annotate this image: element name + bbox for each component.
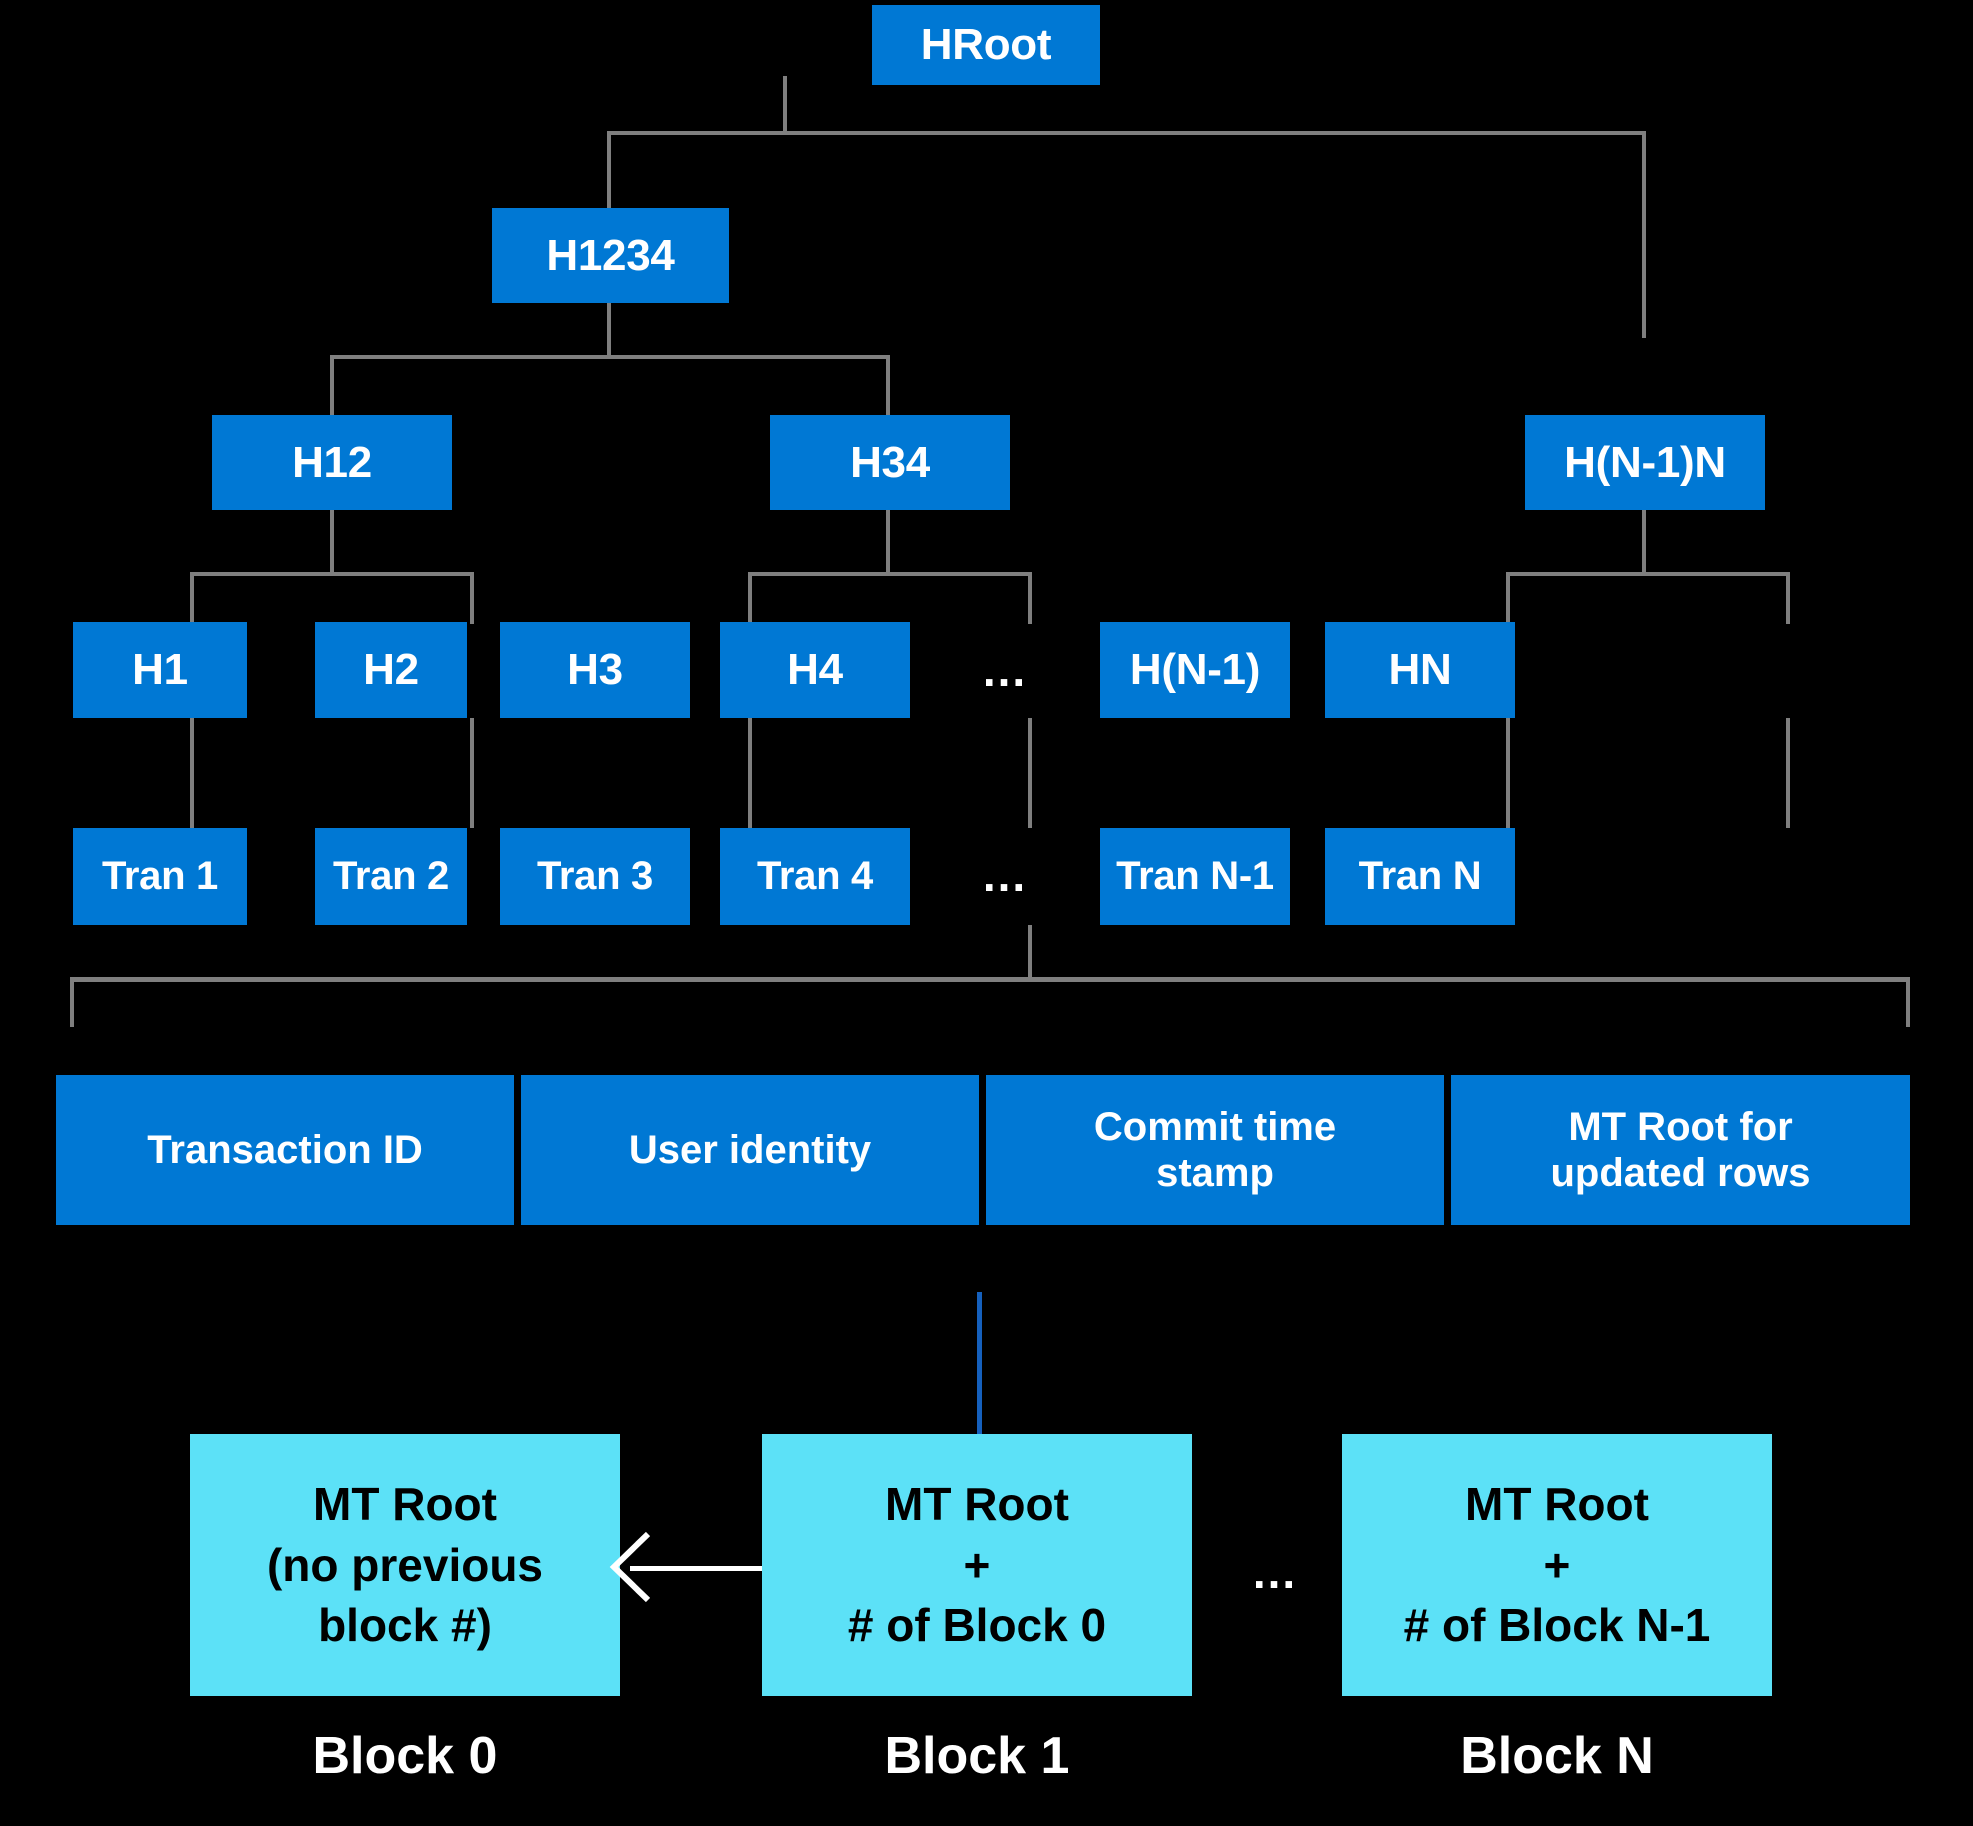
connector-h34-to-h3 bbox=[748, 572, 752, 624]
node-tran-n1[interactable]: Tran N-1 bbox=[1100, 828, 1290, 925]
node-tran-4[interactable]: Tran 4 bbox=[720, 828, 910, 925]
connector-hn1n-stub bbox=[1642, 510, 1646, 572]
connector-h3-to-tran3 bbox=[748, 718, 752, 828]
hash-row-ellipsis: ... bbox=[955, 644, 1055, 696]
connector-hroot-to-hn1n bbox=[1642, 131, 1646, 338]
connector-tran4-to-record bbox=[1028, 925, 1032, 980]
connector-hn1n-to-hn bbox=[1786, 572, 1790, 624]
record-bracket-left bbox=[70, 977, 74, 1027]
record-bracket-top bbox=[70, 977, 1910, 982]
connector-h34-to-h4 bbox=[1028, 572, 1032, 624]
node-tran-n-label: Tran N bbox=[1358, 853, 1482, 898]
node-tran-n[interactable]: Tran N bbox=[1325, 828, 1515, 925]
connector-h1234-to-h12 bbox=[330, 355, 334, 417]
node-tran-4-label: Tran 4 bbox=[756, 853, 874, 898]
node-h4-label: H4 bbox=[787, 645, 843, 695]
block-n-content: MT Root + # of Block N-1 bbox=[1403, 1477, 1711, 1652]
node-hn1-label: H(N-1) bbox=[1129, 645, 1261, 695]
connector-h1-to-tran1 bbox=[190, 718, 194, 828]
node-h1234[interactable]: H1234 bbox=[492, 208, 729, 303]
block-1-content: MT Root + # of Block 0 bbox=[847, 1477, 1107, 1652]
block-0-content: MT Root (no previous block #) bbox=[266, 1477, 544, 1652]
connector-h34-bus bbox=[748, 572, 1032, 576]
record-field-user-identity-label: User identity bbox=[628, 1128, 872, 1172]
connector-h12-to-h2 bbox=[470, 572, 474, 624]
record-field-mt-root-label: MT Root for updated rows bbox=[1550, 1105, 1811, 1195]
node-hn-label: HN bbox=[1388, 645, 1452, 695]
connector-h12-stub bbox=[330, 510, 334, 572]
node-h3-label: H3 bbox=[567, 645, 623, 695]
node-h3[interactable]: H3 bbox=[500, 622, 690, 718]
node-hn1[interactable]: H(N-1) bbox=[1100, 622, 1290, 718]
connector-hn1n-to-hn1 bbox=[1506, 572, 1510, 624]
blockchain-ellipsis: ... bbox=[1230, 1545, 1320, 1599]
connector-record-to-block1 bbox=[977, 1292, 982, 1440]
record-field-transaction-id[interactable]: Transaction ID bbox=[56, 1075, 514, 1225]
node-tran-3-label: Tran 3 bbox=[536, 853, 654, 898]
connector-h2-to-tran2 bbox=[470, 718, 474, 828]
record-field-transaction-id-label: Transaction ID bbox=[147, 1128, 423, 1172]
node-tran-2[interactable]: Tran 2 bbox=[315, 828, 467, 925]
node-hn1n-label: H(N-1)N bbox=[1564, 437, 1726, 487]
node-h1[interactable]: H1 bbox=[73, 622, 247, 718]
connector-h1234-to-h34 bbox=[886, 355, 890, 417]
connector-h4-to-tran4 bbox=[1028, 718, 1032, 828]
connector-h34-stub bbox=[886, 510, 890, 572]
record-field-commit-time-stamp[interactable]: Commit time stamp bbox=[986, 1075, 1444, 1225]
block-0-label-text: Block 0 bbox=[312, 1727, 498, 1785]
node-h2[interactable]: H2 bbox=[315, 622, 467, 718]
hash-row-ellipsis-label: ... bbox=[982, 644, 1028, 696]
node-tran-1[interactable]: Tran 1 bbox=[73, 828, 247, 925]
blockchain-ellipsis-label: ... bbox=[1252, 1546, 1298, 1598]
node-h4[interactable]: H4 bbox=[720, 622, 910, 718]
block-0-box[interactable]: MT Root (no previous block #) bbox=[190, 1434, 620, 1696]
connector-hn-to-trann bbox=[1786, 718, 1790, 828]
block-1-box[interactable]: MT Root + # of Block 0 bbox=[762, 1434, 1192, 1696]
node-tran-2-label: Tran 2 bbox=[332, 853, 450, 898]
block1-to-block0-arrow-line bbox=[630, 1566, 763, 1571]
node-tran-n1-label: Tran N-1 bbox=[1116, 853, 1274, 898]
record-field-commit-time-stamp-label: Commit time stamp bbox=[1093, 1105, 1337, 1195]
node-h1-label: H1 bbox=[132, 645, 188, 695]
node-hroot-label: HRoot bbox=[920, 20, 1052, 70]
node-hn1n[interactable]: H(N-1)N bbox=[1525, 415, 1765, 510]
connector-h1234-bus bbox=[330, 355, 890, 359]
node-hroot[interactable]: HRoot bbox=[872, 5, 1100, 85]
node-h34[interactable]: H34 bbox=[770, 415, 1010, 510]
node-h34-label: H34 bbox=[850, 437, 930, 487]
block1-to-block0-arrowhead-icon bbox=[609, 1531, 650, 1603]
connector-hn1-to-trann1 bbox=[1506, 718, 1510, 828]
node-h12[interactable]: H12 bbox=[212, 415, 452, 510]
node-tran-1-label: Tran 1 bbox=[101, 853, 219, 898]
connector-h1234-stub bbox=[607, 303, 611, 355]
connector-h12-bus bbox=[190, 572, 474, 576]
record-bracket-right bbox=[1906, 977, 1910, 1027]
block-n-box[interactable]: MT Root + # of Block N-1 bbox=[1342, 1434, 1772, 1696]
tran-row-ellipsis-label: ... bbox=[982, 849, 1028, 901]
connector-h12-to-h1 bbox=[190, 572, 194, 624]
block-1-label: Block 1 bbox=[762, 1726, 1192, 1786]
block-n-label-text: Block N bbox=[1460, 1727, 1654, 1785]
record-field-user-identity[interactable]: User identity bbox=[521, 1075, 979, 1225]
connector-hroot-bus bbox=[607, 131, 1646, 135]
node-h12-label: H12 bbox=[292, 437, 372, 487]
tran-row-ellipsis: ... bbox=[955, 849, 1055, 901]
node-h2-label: H2 bbox=[363, 645, 419, 695]
node-h1234-label: H1234 bbox=[546, 230, 675, 280]
record-field-mt-root[interactable]: MT Root for updated rows bbox=[1451, 1075, 1910, 1225]
connector-hroot-to-h1234 bbox=[607, 131, 611, 210]
block-1-label-text: Block 1 bbox=[884, 1727, 1070, 1785]
connector-hn1n-bus bbox=[1506, 572, 1790, 576]
node-hn[interactable]: HN bbox=[1325, 622, 1515, 718]
connector-hroot-stub bbox=[783, 76, 787, 131]
node-tran-3[interactable]: Tran 3 bbox=[500, 828, 690, 925]
block-0-label: Block 0 bbox=[190, 1726, 620, 1786]
block-n-label: Block N bbox=[1342, 1726, 1772, 1786]
